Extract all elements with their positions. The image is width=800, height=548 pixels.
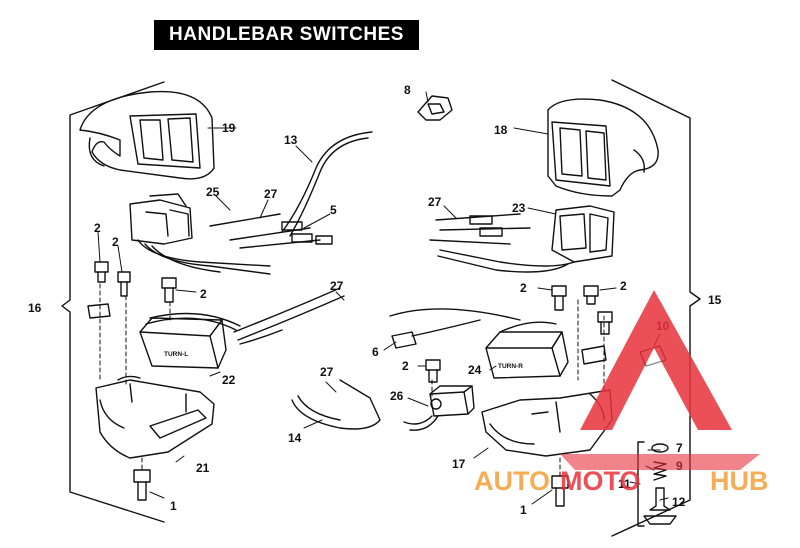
left-lower-housing bbox=[95, 375, 215, 459]
wire-lead-mid bbox=[233, 287, 345, 345]
clip-part bbox=[417, 95, 453, 121]
turn-left-switch bbox=[139, 312, 241, 369]
callout-27-c: 27 bbox=[428, 195, 442, 209]
turn-left-label: TURN-L bbox=[164, 351, 188, 358]
insulator-right bbox=[581, 345, 607, 365]
plunger-part bbox=[643, 487, 677, 525]
callout-1-left: 1 bbox=[170, 499, 177, 513]
screw-center bbox=[425, 359, 441, 383]
callout-27-b: 27 bbox=[330, 279, 344, 293]
screw-left-c bbox=[161, 277, 177, 303]
turn-right-label: TURN-R bbox=[498, 363, 523, 370]
watermark-auto: AUTO bbox=[474, 466, 550, 496]
callout-18: 18 bbox=[494, 123, 508, 137]
callout-14: 14 bbox=[288, 431, 302, 445]
connector-set-left bbox=[209, 213, 333, 249]
callout-8: 8 bbox=[404, 83, 411, 97]
turn-right-switch bbox=[485, 321, 569, 379]
watermark-logo: AUTO MOTO HUB bbox=[474, 290, 769, 496]
cap-part bbox=[651, 443, 669, 453]
screw-left-bottom bbox=[133, 469, 151, 501]
connector-set-right bbox=[429, 213, 531, 245]
callout-26: 26 bbox=[390, 389, 404, 403]
callout-23: 23 bbox=[512, 201, 526, 215]
guide-lines bbox=[99, 283, 605, 477]
screw-right-c bbox=[597, 311, 613, 335]
callout-15: 15 bbox=[708, 293, 722, 307]
callout-2-d: 2 bbox=[520, 281, 527, 295]
right-switch-assembly bbox=[437, 205, 615, 273]
wire-lead-upper bbox=[281, 131, 373, 237]
relay-switch bbox=[403, 385, 475, 431]
callout-2-f: 2 bbox=[402, 359, 409, 373]
left-switch-assembly bbox=[129, 193, 271, 275]
callout-21: 21 bbox=[196, 461, 210, 475]
watermark-triangle-icon bbox=[560, 290, 760, 470]
callout-2-e: 2 bbox=[620, 279, 627, 293]
callout-7: 7 bbox=[676, 441, 683, 455]
watermark-moto: MOTO bbox=[560, 466, 641, 496]
callout-25: 25 bbox=[206, 185, 220, 199]
wire-connector-small bbox=[389, 308, 521, 349]
screw-left-b bbox=[117, 271, 131, 297]
callout-22: 22 bbox=[222, 373, 236, 387]
page-title: HANDLEBAR SWITCHES bbox=[154, 20, 419, 50]
callout-19: 19 bbox=[222, 121, 236, 135]
callout-1-right: 1 bbox=[520, 503, 527, 517]
callout-6: 6 bbox=[372, 345, 379, 359]
callout-17: 17 bbox=[452, 457, 466, 471]
callout-27-a: 27 bbox=[264, 187, 278, 201]
callout-2-a: 2 bbox=[94, 221, 101, 235]
watermark-hub: HUB bbox=[710, 466, 769, 496]
leader-lines bbox=[97, 91, 669, 505]
callout-13: 13 bbox=[284, 133, 298, 147]
left-switch-cover bbox=[79, 90, 215, 180]
right-lower-housing bbox=[481, 389, 613, 457]
insulator-left bbox=[87, 303, 111, 319]
callout-16: 16 bbox=[28, 301, 42, 315]
callout-5: 5 bbox=[330, 203, 337, 217]
callout-11: 11 bbox=[618, 477, 631, 491]
right-switch-cover bbox=[547, 98, 659, 197]
callout-24: 24 bbox=[468, 363, 482, 377]
callout-2-c: 2 bbox=[200, 287, 207, 301]
left-group-bracket bbox=[61, 81, 165, 523]
screw-right-b bbox=[583, 285, 599, 305]
callout-2-b: 2 bbox=[112, 235, 119, 249]
screw-right-bottom bbox=[551, 475, 569, 507]
callout-27-d: 27 bbox=[320, 365, 334, 379]
screw-right-a bbox=[551, 285, 567, 311]
wire-lead-lower bbox=[291, 379, 381, 430]
right-group-bracket bbox=[611, 79, 701, 537]
callout-12: 12 bbox=[672, 495, 686, 509]
screw-left-a bbox=[94, 261, 109, 283]
